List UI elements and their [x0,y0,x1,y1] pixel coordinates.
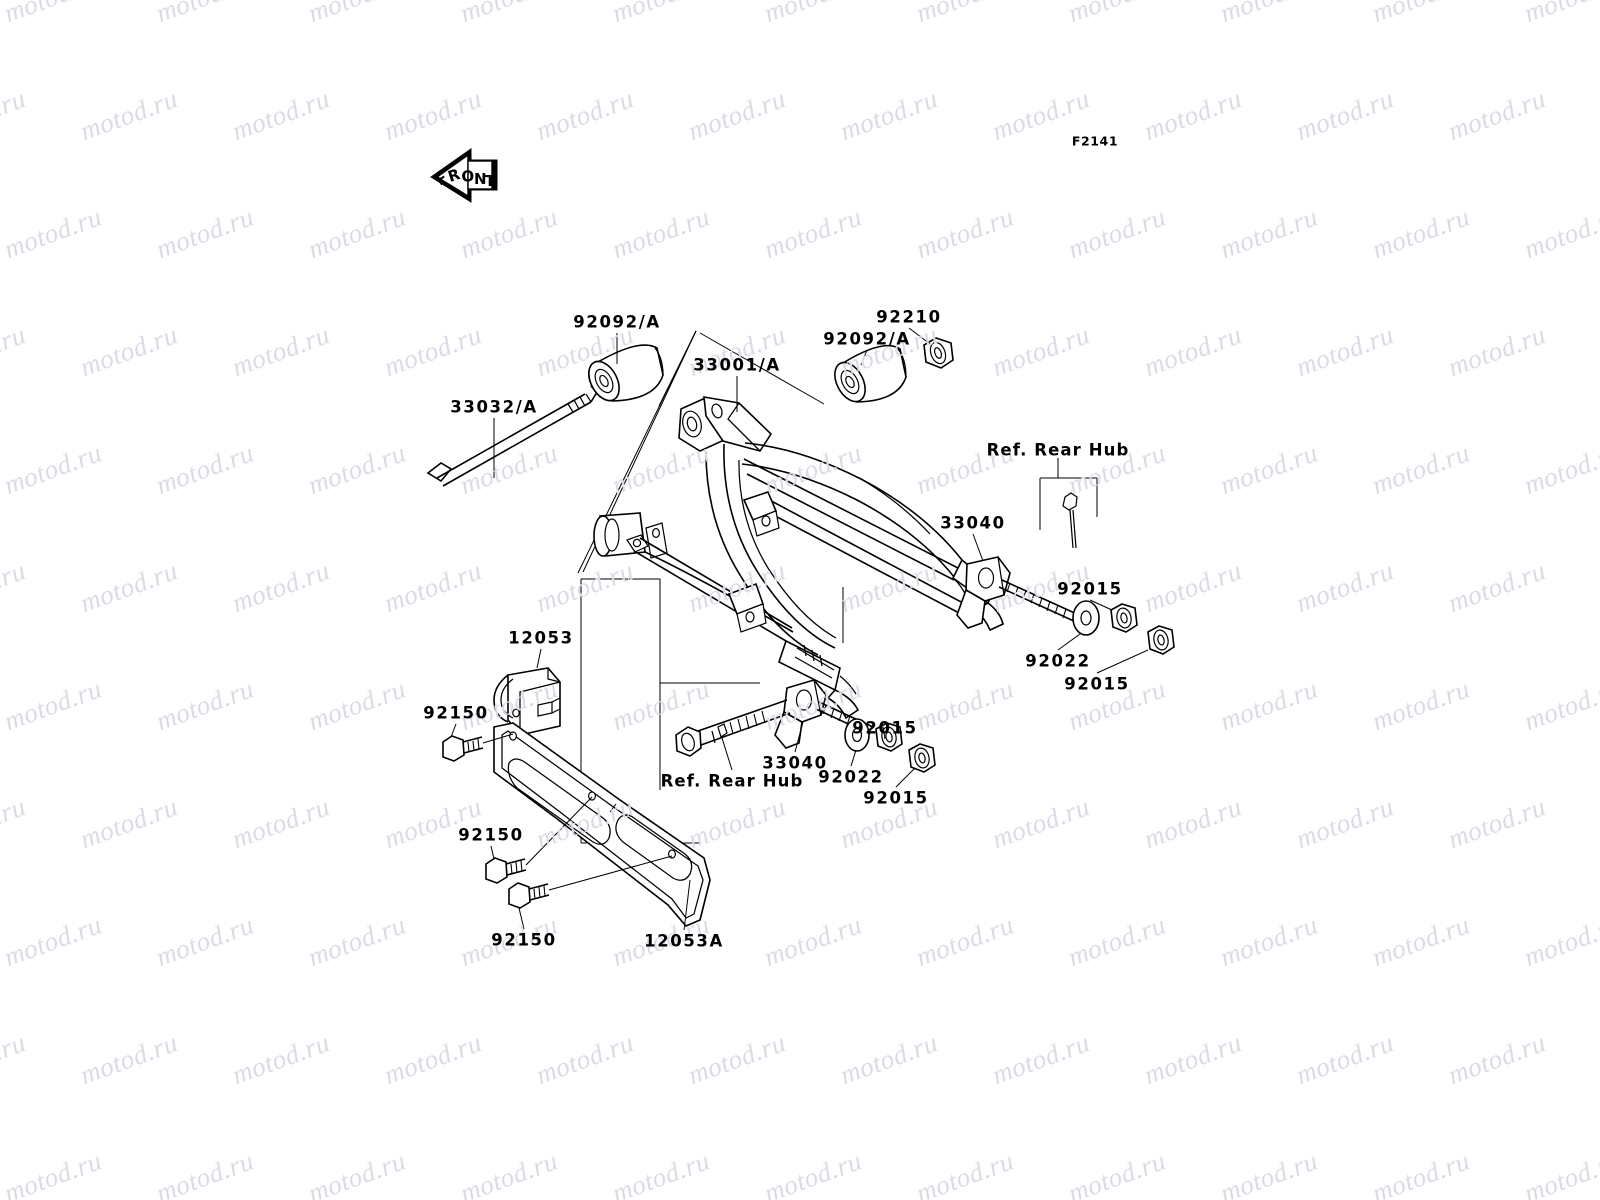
callout-label-12053: 12053 [508,628,574,648]
part-92210-nut [923,337,954,369]
callout-label-92015: 92015 [1057,579,1123,599]
callout-label-92022: 92022 [818,767,884,787]
svg-text:N: N [474,170,487,188]
part-92150-bolt-c [508,855,673,909]
part-92015-nut-right-a [1110,603,1138,633]
callout-label-33040: 33040 [940,513,1006,533]
ref-rear-hub-bolt-left [675,699,791,757]
part-92092A-bushing-left [588,344,664,402]
callout-label-92150: 92150 [491,930,557,950]
part-92092A-bushing-right [834,344,907,403]
svg-text:O: O [461,167,476,186]
part-33040-chain-adjuster-right [956,556,1080,629]
svg-text:T: T [485,172,496,190]
part-33001A-swingarm [593,396,1004,720]
callout-label-92150: 92150 [458,825,524,845]
callout-label-92015: 92015 [852,718,918,738]
callout-label-92092-a: 92092/A [573,312,661,332]
part-92015-nut-right-b [1147,625,1175,655]
callout-leader-lines [450,327,1149,931]
callout-label-33040: 33040 [762,753,828,773]
callout-label-ref-rear-hub: Ref. Rear Hub [660,771,804,791]
callout-label-92022: 92022 [1025,651,1091,671]
part-92015-nut-left-a [875,722,903,752]
callout-label-92092-a: 92092/A [823,329,911,349]
callout-label-92150: 92150 [423,703,489,723]
callout-label-12053a: 12053A [644,931,724,951]
part-12053-chain-guide [493,667,561,736]
front-arrow-icon: F R O N T [430,148,498,203]
callout-label-92015: 92015 [863,788,929,808]
callout-label-33001-a: 33001/A [693,355,781,375]
part-92150-bolt-b [485,796,593,884]
part-92015-nut-left-b [908,743,936,773]
part-92022-washer-left [844,718,870,752]
callout-label-92015: 92015 [1064,674,1130,694]
callout-label-33032-a: 33032/A [450,397,538,417]
diagram-code: F2141 [1071,133,1119,149]
part-92150-bolt-a [442,733,514,762]
part-92022-washer-right [1072,600,1100,636]
part-12053A-chain-slider [493,722,711,927]
callout-label-92210: 92210 [876,307,942,327]
callout-label-ref-rear-hub: Ref. Rear Hub [986,440,1130,460]
ref-rear-hub-bolt-right [1062,492,1078,549]
